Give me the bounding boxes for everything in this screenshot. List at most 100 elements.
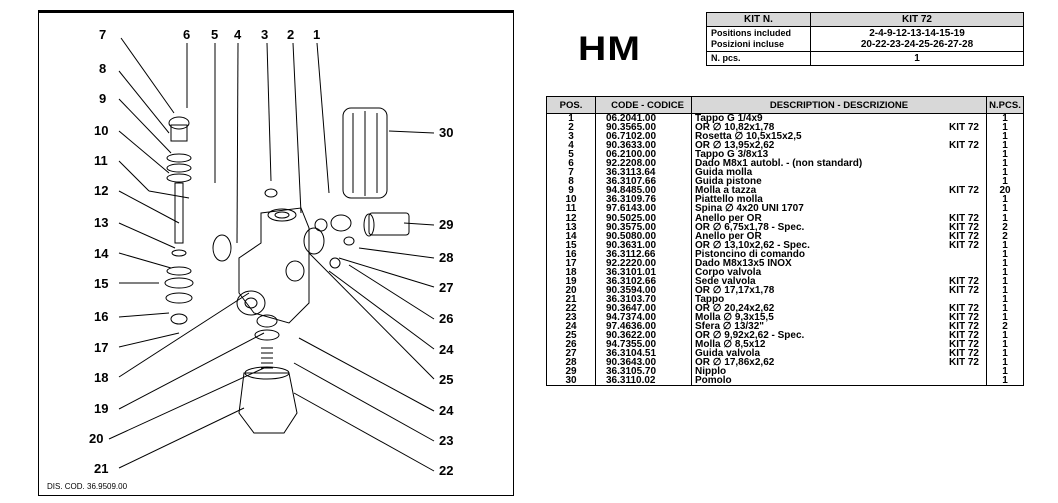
cell-pcs: 1: [986, 376, 1024, 387]
description-text: OR ∅ 13,95x2,62: [695, 140, 775, 152]
cell-pcs: 1: [986, 195, 1024, 205]
kit-positions-value: 2-4-9-12-13-14-15-19 20-22-23-24-25-26-2…: [810, 26, 1024, 52]
cell-pcs: 1: [986, 313, 1024, 323]
callout-27: 27: [439, 280, 454, 295]
kit-reference: KIT 72: [948, 284, 979, 296]
description-text: Sede valvola: [695, 275, 756, 287]
cell-description: Nipplo: [691, 366, 987, 378]
description-text: Molla a tazza: [695, 185, 757, 197]
callout-9: 9: [99, 91, 107, 106]
description-text: Dado M8x1 autobl. - (non standard): [695, 158, 863, 170]
callout-15: 15: [94, 276, 109, 291]
description-text: OR ∅ 13,10x2,62 - Spec.: [695, 239, 810, 251]
callout-19: 19: [94, 401, 109, 416]
callout-1: 1: [313, 27, 321, 42]
kit-reference: KIT 72: [948, 330, 979, 342]
callout-10: 10: [94, 123, 109, 138]
cell-pcs: 1: [986, 340, 1024, 350]
callout-14: 14: [94, 246, 109, 261]
col-pos: POS.: [546, 96, 596, 114]
exploded-view-drawing: [108, 37, 435, 472]
callout-11: 11: [94, 153, 108, 168]
description-text: Nipplo: [695, 366, 727, 378]
callout-13: 13: [94, 215, 109, 230]
drawing-code: DIS. COD. 36.9509.00: [47, 482, 128, 491]
callout-29: 29: [439, 217, 454, 232]
description-text: Rosetta ∅ 10,5x15x2,5: [695, 131, 802, 143]
kit-table: KIT N. KIT 72 Positions included Posizio…: [706, 12, 1024, 66]
kit-reference: KIT 72: [948, 185, 979, 197]
cell-pcs: 2: [986, 231, 1024, 241]
description-text: OR ∅ 10,82x1,78: [695, 122, 775, 134]
cell-pcs: 1: [986, 113, 1024, 123]
kit-positions-line-2: 20-22-23-24-25-26-27-28: [860, 39, 974, 50]
kit-reference: KIT 72: [948, 221, 979, 233]
cell-pcs: 1: [986, 150, 1024, 160]
callout-22: 22: [439, 463, 454, 478]
kit-reference: KIT 72: [948, 212, 979, 224]
cell-pcs: 2: [986, 222, 1024, 232]
description-text: Anello per OR: [695, 212, 762, 224]
callout-7: 7: [99, 27, 107, 42]
description-text: OR ∅ 6,75x1,78 - Spec.: [695, 221, 805, 233]
cell-pcs: 1: [986, 213, 1024, 223]
cell-pcs: 1: [986, 240, 1024, 250]
kit-reference: KIT 72: [948, 140, 979, 152]
callout-24-b: 24: [439, 403, 454, 418]
cell-code: 36.3110.02: [595, 376, 692, 387]
description-text: Sfera ∅ 13/32": [695, 321, 765, 333]
callout-5: 5: [211, 27, 219, 42]
cell-pcs: 1: [986, 267, 1024, 277]
cell-pcs: 1: [986, 294, 1024, 304]
callout-21: 21: [94, 461, 109, 476]
cell-pcs: 1: [986, 358, 1024, 368]
kit-pcs-label: N. pcs.: [706, 51, 811, 66]
kit-reference: KIT 72: [948, 312, 979, 324]
description-text: Pomolo: [695, 375, 732, 387]
callout-3: 3: [261, 27, 269, 42]
description-text: Pistoncino di comando: [695, 248, 806, 260]
cell-pos: 30: [546, 376, 596, 387]
callout-25: 25: [439, 372, 454, 387]
description-text: Guida valvola: [695, 348, 761, 360]
description-text: Tappo G 3/8x13: [695, 149, 769, 161]
parts-table: POS. CODE - CODICE DESCRIPTION - DESCRIZ…: [546, 96, 1024, 387]
description-text: Guida pistone: [695, 176, 762, 188]
cell-pcs: 1: [986, 331, 1024, 341]
kit-reference: KIT 72: [948, 302, 979, 314]
cell-pcs: 1: [986, 285, 1024, 295]
col-pcs: N.PCS.: [986, 96, 1024, 114]
drawing-top-rule: [38, 10, 514, 12]
kit-pcs-value: 1: [810, 51, 1024, 66]
description-text: OR ∅ 9,92x2,62 - Spec.: [695, 330, 805, 342]
kit-reference: KIT 72: [948, 348, 979, 360]
cell-pcs: 1: [986, 177, 1024, 187]
callout-30: 30: [439, 125, 454, 140]
cell-pcs: 1: [986, 249, 1024, 259]
description-text: OR ∅ 17,17x1,78: [695, 284, 775, 296]
callout-28: 28: [439, 250, 454, 265]
kit-reference: KIT 72: [948, 321, 979, 333]
callout-26: 26: [439, 311, 454, 326]
cell-pcs: 1: [986, 123, 1024, 133]
description-text: Corpo valvola: [695, 266, 762, 278]
kit-reference: KIT 72: [948, 230, 979, 242]
description-text: Piattello molla: [695, 194, 763, 206]
kit-header-value: KIT 72: [810, 12, 1024, 27]
